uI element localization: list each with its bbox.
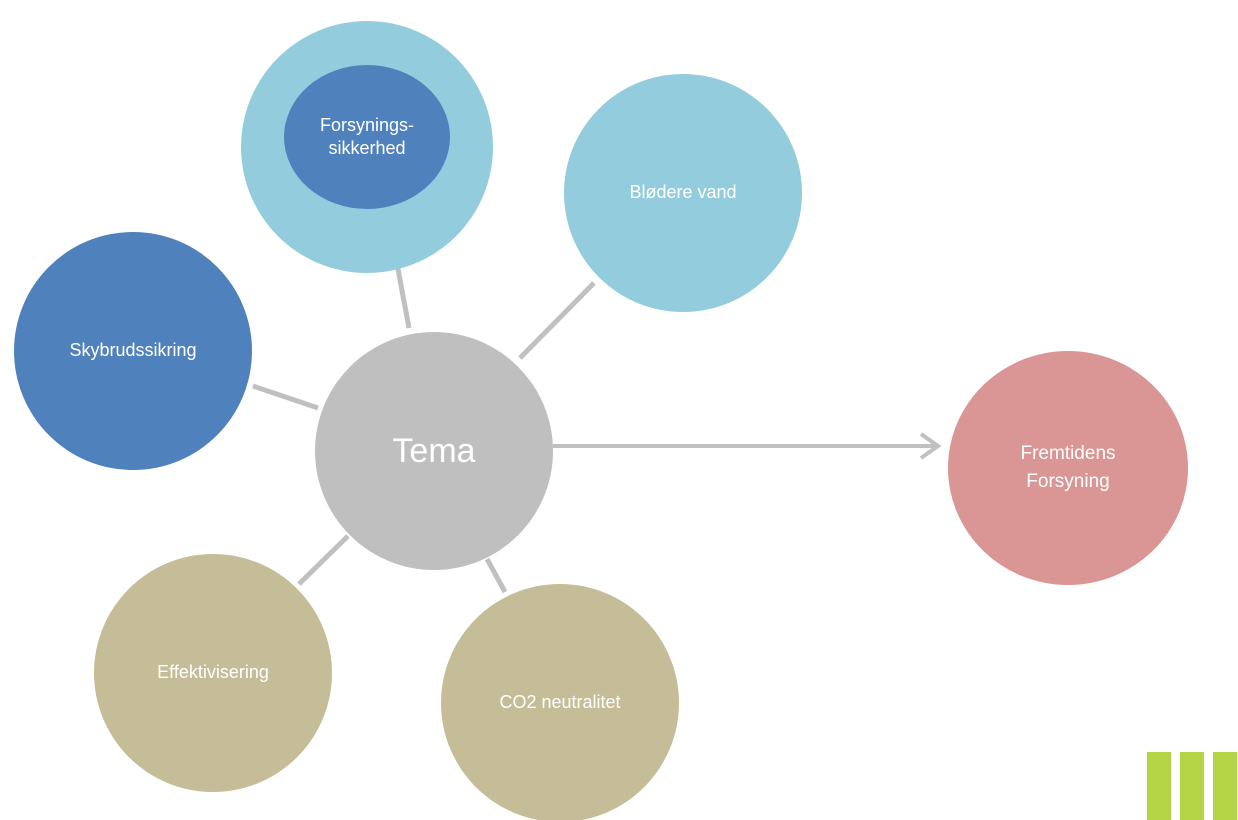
blodere-vand-node: Blødere vand <box>564 74 802 312</box>
arrow-head-icon <box>919 432 942 460</box>
effektivisering-label: Effektivisering <box>157 662 269 683</box>
connector-skybrudssikring <box>252 383 319 411</box>
forsyningssikkerhed-label-line1: Forsynings- <box>319 114 415 135</box>
fremtidens-forsyning-label-line1: Fremtidens <box>1020 442 1116 464</box>
logo-bar <box>1180 752 1204 820</box>
skybrudssikring-node: Skybrudssikring <box>14 232 252 470</box>
tema-label: Tema <box>392 431 476 470</box>
co2-neutralitet-label: CO2 neutralitet <box>499 692 621 713</box>
connector-blodere-vand <box>518 281 596 360</box>
connector-effektivisering <box>297 534 350 586</box>
forsyningssikkerhed-node: Forsynings- sikkerhed <box>284 65 450 209</box>
skybrudssikring-label: Skybrudssikring <box>69 340 197 361</box>
forsyningssikkerhed-label-line2: sikkerhed <box>328 138 406 158</box>
fremtidens-forsyning-label-line2: Forsyning <box>1026 471 1110 492</box>
fremtidens-forsyning-node: Fremtidens Forsyning <box>948 351 1188 585</box>
logo-bar <box>1213 752 1237 820</box>
co2-neutralitet-node: CO2 neutralitet <box>441 584 679 820</box>
blodere-vand-label: Blødere vand <box>629 182 737 203</box>
logo-bar <box>1147 752 1171 820</box>
tema-center-node: Tema <box>315 332 553 570</box>
connector-co2-neutralitet <box>484 557 508 594</box>
effektivisering-node: Effektivisering <box>94 554 332 792</box>
